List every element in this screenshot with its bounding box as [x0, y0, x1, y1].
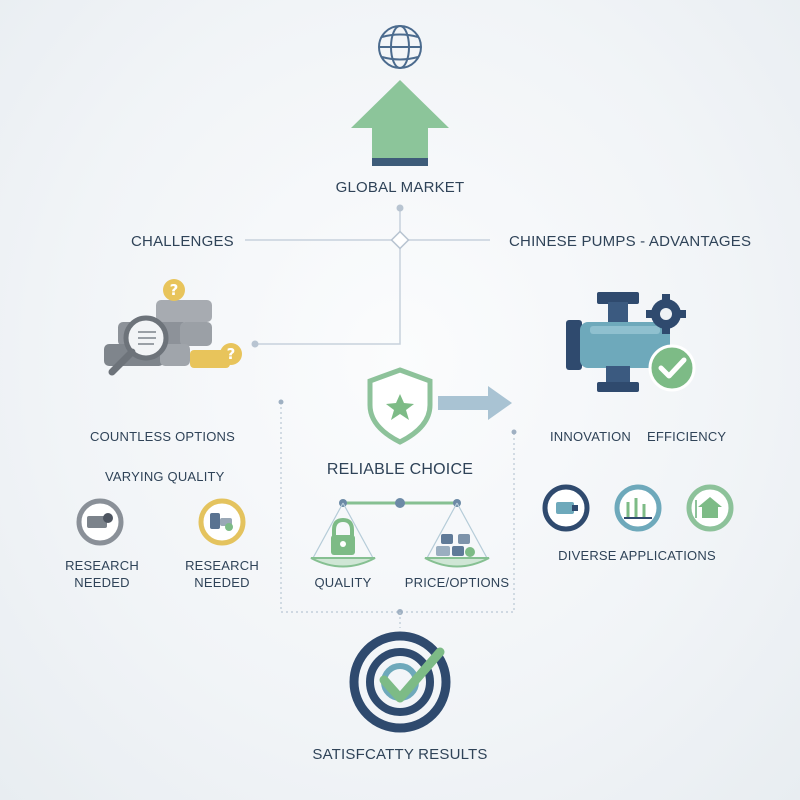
research-gray-icon: [76, 498, 124, 546]
right-arrow-icon: [438, 386, 512, 420]
gear-icon: [646, 294, 686, 334]
satisfactory-results-label: SATISFCATTY RESULTS: [312, 746, 488, 763]
pump-icon: [566, 292, 670, 392]
connector-lines: [245, 204, 490, 348]
junction-diamond: [390, 230, 410, 250]
svg-text:?: ?: [227, 345, 236, 363]
dotted-frame: [278, 399, 517, 628]
global-market-label: GLOBAL MARKET: [335, 179, 465, 196]
pump-pile-icon: [104, 300, 230, 376]
check-badge-icon: [648, 344, 696, 392]
globe-icon: [378, 25, 422, 69]
innovation-label: INNOVATION: [550, 429, 631, 444]
efficiency-label: EFFICIENCY: [647, 429, 727, 444]
question-mark-icon: ?: [163, 279, 185, 301]
varying-quality-label: VARYING QUALITY: [105, 469, 225, 484]
shield-icon: [367, 367, 433, 445]
application-pump-icon: [542, 484, 590, 532]
growth-arrow-icon: [351, 80, 449, 166]
diverse-applications-label: DIVERSE APPLICATIONS: [558, 548, 716, 563]
question-mark-icon-2: ?: [220, 343, 242, 365]
price-options-label: PRICE/OPTIONS: [404, 575, 510, 590]
challenges-heading: CHALLENGES: [131, 233, 234, 250]
quality-label: QUALITY: [314, 575, 372, 590]
research-yellow-icon: [198, 498, 246, 546]
padlock-icon: [331, 517, 355, 555]
countless-options-label: COUNTLESS OPTIONS: [90, 429, 235, 444]
balance-scale-icon: [310, 498, 490, 568]
reliable-choice-label: RELIABLE CHOICE: [326, 461, 474, 478]
application-home-icon: [686, 484, 734, 532]
pump-cluster-icon: [436, 534, 475, 557]
application-agriculture-icon: [614, 484, 662, 532]
advantages-heading: CHINESE PUMPS - ADVANTAGES: [509, 233, 752, 250]
svg-text:?: ?: [170, 281, 179, 299]
research-needed-label-a: RESEARCH NEEDED: [65, 558, 139, 590]
target-check-icon: [349, 631, 451, 733]
research-needed-label-b: RESEARCH NEEDED: [185, 558, 259, 590]
